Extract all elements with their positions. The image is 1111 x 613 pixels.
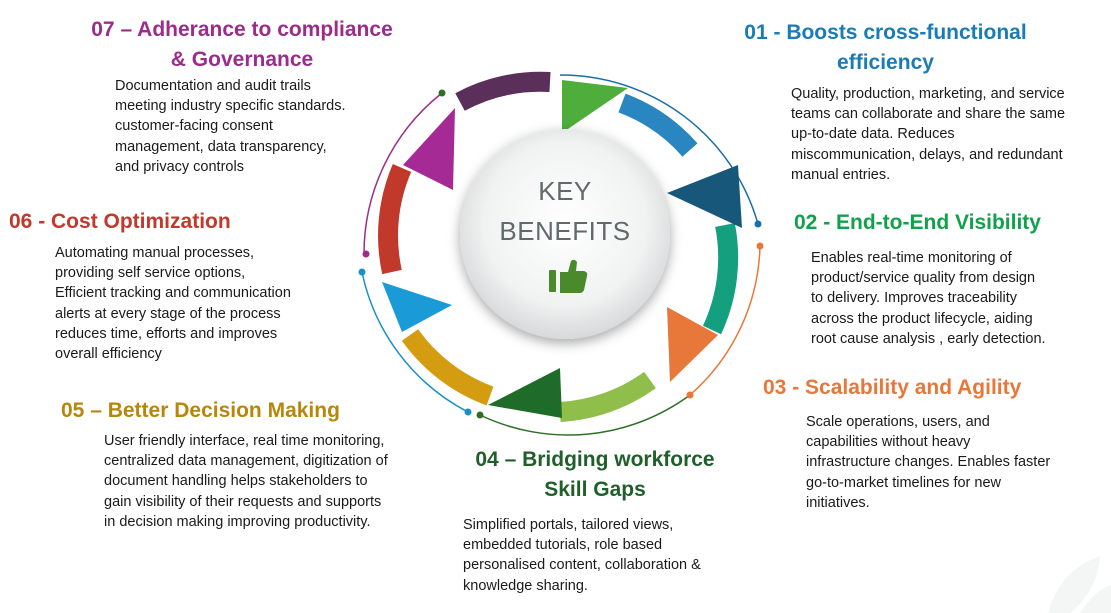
- benefit-02-desc-line: across the product lifecycle, aiding: [811, 310, 1033, 327]
- dot-05: [464, 408, 472, 416]
- benefit-03-description: Scale operations, users, and capabilitie…: [806, 412, 1096, 513]
- benefit-07-desc-line: management, data transparency,: [115, 138, 327, 155]
- ring-segment-05: [401, 329, 494, 406]
- benefit-01-desc-line: up-to-date data. Reduces: [791, 126, 955, 143]
- benefit-04-desc-line: Simplified portals, tailored views,: [463, 517, 674, 533]
- center-title: KEY BENEFITS: [495, 171, 635, 251]
- benefit-05-desc-line: User friendly interface, real time monit…: [104, 433, 385, 449]
- dot-01: [754, 220, 762, 228]
- arrow-04: [488, 368, 562, 418]
- ring-segment-02: [702, 223, 739, 335]
- benefit-04-title: 04 – Bridging workforce Skill Gaps: [455, 445, 735, 505]
- benefit-03-title: 03 - Scalability and Agility: [763, 376, 1022, 399]
- benefit-01-title-line-1: 01 - Boosts cross-functional: [744, 21, 1027, 44]
- benefit-07-desc-line: customer-facing consent: [115, 118, 273, 135]
- benefit-01-desc-line: Quality, production, marketing, and serv…: [791, 86, 1065, 102]
- outer-arc-01: [559, 74, 759, 225]
- dot-04a: [476, 411, 484, 419]
- benefit-05-desc-line: document handling helps stakeholders to: [104, 473, 368, 490]
- benefit-04-desc-line: embedded tutorials, role based: [463, 537, 663, 554]
- ring-segment-06: [378, 164, 412, 275]
- outer-arc-06: [361, 271, 469, 413]
- center-line-1: KEY: [538, 176, 592, 206]
- benefit-07-title-line-2: & Governance: [170, 48, 314, 71]
- benefit-07-title-line-1: 07 – Adherance to compliance: [91, 18, 393, 41]
- benefit-04-desc-line: knowledge sharing.: [463, 577, 588, 594]
- arrow-01: [562, 80, 628, 133]
- benefit-04-description: Simplified portals, tailored views, embe…: [463, 515, 753, 596]
- benefit-04-title-line-2: Skill Gaps: [544, 478, 646, 501]
- benefit-07-description: Documentation and audit trails meeting i…: [115, 76, 400, 177]
- benefit-07-desc-line: and privacy controls: [115, 158, 244, 175]
- benefit-02-desc-line: product/service quality from design: [811, 270, 1036, 287]
- benefit-06-desc-line: reduces time, efforts and improves: [55, 325, 278, 342]
- benefit-03-desc-line: go-to-market timelines for new: [806, 474, 1002, 491]
- benefit-06-desc-line: Automating manual processes,: [55, 245, 255, 261]
- center-circle: [460, 129, 670, 339]
- arrow-03: [667, 307, 718, 382]
- benefit-03-desc-line: Scale operations, users, and: [806, 414, 990, 430]
- benefit-01-desc-line: miscommunication, delays, and redundant: [791, 146, 1063, 163]
- benefit-01-desc-line: manual entries.: [791, 166, 891, 183]
- benefit-06-desc-line: alerts at every stage of the process: [55, 305, 281, 322]
- dot-06b: [358, 268, 366, 276]
- benefit-06-desc-line: Efficient tracking and communication: [55, 285, 291, 302]
- arrow-02: [667, 165, 742, 228]
- benefit-01-title-line-2: efficiency: [837, 51, 934, 74]
- dot-07: [438, 89, 446, 97]
- center-line-2: BENEFITS: [499, 216, 631, 246]
- benefit-02-desc-line: root cause analysis , early detection.: [811, 330, 1046, 347]
- dot-06a: [362, 250, 370, 258]
- benefit-03-desc-line: infrastructure changes. Enables faster: [806, 454, 1051, 471]
- benefit-06-description: Automating manual processes, providing s…: [55, 243, 330, 364]
- benefit-07-desc-line: meeting industry specific standards.: [115, 98, 346, 115]
- outer-arc-02: [689, 245, 761, 396]
- benefit-01-description: Quality, production, marketing, and serv…: [791, 84, 1109, 185]
- ring-segment-07: [455, 71, 551, 111]
- outer-arc-07: [363, 92, 443, 255]
- ring-segment-03: [559, 371, 656, 422]
- benefit-05-desc-line: centralized data management, digitizatio…: [104, 453, 388, 470]
- benefit-05-desc-line: in decision making improving productivit…: [104, 513, 371, 530]
- benefit-05-title: 05 – Better Decision Making: [61, 399, 340, 422]
- benefit-01-title: 01 - Boosts cross-functional efficiency: [723, 18, 1048, 78]
- ring-segment-01: [618, 93, 698, 157]
- benefit-06-desc-line: providing self service options,: [55, 265, 246, 282]
- benefit-05-desc-line: gain visibility of their requests and su…: [104, 493, 382, 510]
- benefit-02-title: 02 - End-to-End Visibility: [794, 211, 1041, 234]
- benefit-06-desc-line: overall efficiency: [55, 346, 162, 363]
- benefit-04-desc-line: personalised content, collaboration &: [463, 557, 701, 574]
- benefit-03-desc-line: capabilities without heavy: [806, 434, 971, 451]
- dot-04b: [686, 391, 694, 399]
- benefit-03-desc-line: initiatives.: [806, 494, 870, 511]
- watermark-logo: [1048, 556, 1111, 613]
- benefit-01-desc-line: teams can collaborate and share the same: [791, 106, 1066, 123]
- benefit-07-desc-line: Documentation and audit trails: [115, 78, 311, 94]
- benefit-07-title: 07 – Adherance to compliance & Governanc…: [72, 15, 412, 75]
- benefit-02-desc-line: to delivery. Improves traceability: [811, 290, 1018, 307]
- benefit-02-desc-line: Enables real-time monitoring of: [811, 250, 1012, 266]
- dot-02: [756, 242, 764, 250]
- arrow-07: [403, 108, 455, 190]
- arrow-05: [382, 282, 452, 332]
- benefit-06-title: 06 - Cost Optimization: [9, 210, 231, 233]
- thumbs-up-icon: [549, 259, 588, 293]
- outer-arc-04: [479, 394, 691, 436]
- benefit-02-description: Enables real-time monitoring of product/…: [811, 248, 1101, 349]
- benefit-05-description: User friendly interface, real time monit…: [104, 431, 424, 532]
- benefit-04-title-line-1: 04 – Bridging workforce: [475, 448, 715, 471]
